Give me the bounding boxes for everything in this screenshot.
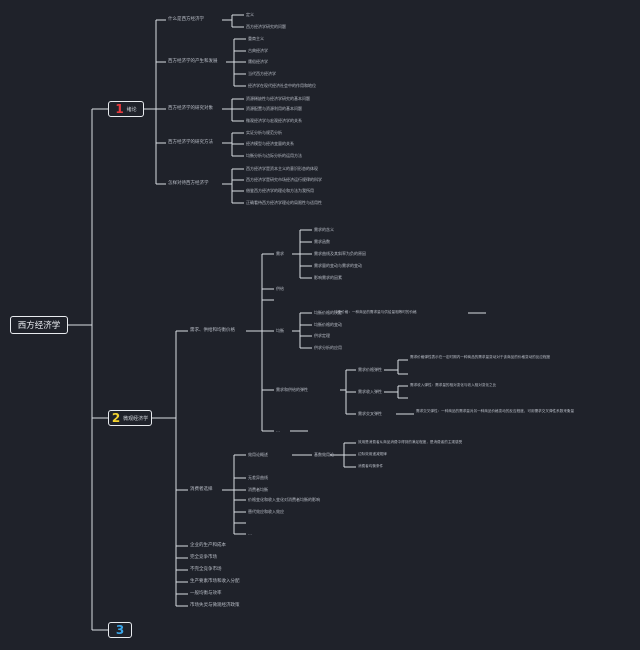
b2-topic[interactable]: 生产要素市场和收入分配: [190, 579, 240, 584]
b1-subtopic[interactable]: 均衡分析与边际分析的运用方法: [246, 153, 302, 158]
b1-subtopic[interactable]: 庸俗经济学: [248, 59, 268, 64]
branch-1-label: 绪论: [126, 106, 137, 113]
b1-subtopic[interactable]: 重商主义: [248, 36, 264, 41]
b1-subtopic[interactable]: 古典经济学: [248, 48, 268, 53]
b2-detail[interactable]: 基数效用论: [314, 452, 334, 457]
root-label: 西方经济学: [17, 321, 61, 331]
b2-long-note[interactable]: 需求价格弹性表示在一定时期内一种商品的需求量变动对于该商品的价格变动的反应程度: [410, 355, 551, 359]
b2-detail[interactable]: 均衡价格的决定: [314, 310, 342, 315]
b2-subtopic[interactable]: 需求: [276, 251, 284, 256]
root-node[interactable]: 西方经济学: [10, 316, 68, 334]
b2-subtopic[interactable]: 效用论概述: [248, 452, 268, 457]
b1-subtopic[interactable]: 实证分析与规范分析: [246, 130, 282, 135]
b2-subtopic[interactable]: 无差异曲线: [248, 475, 268, 480]
b2-subtopic[interactable]: 供给: [276, 286, 284, 291]
b1-subtopic[interactable]: 微观经济学与宏观经济学的关系: [246, 118, 302, 123]
b2-subtopic[interactable]: 需求和供给的弹性: [276, 387, 308, 392]
b2-topic[interactable]: 不完全竞争市场: [190, 567, 222, 572]
b2-topic[interactable]: 企业的生产和成本: [190, 543, 226, 548]
b2-topic[interactable]: 消费者选择: [190, 487, 213, 492]
b1-subtopic[interactable]: 西方经济学是研究市场经济运行规律的科学: [246, 177, 322, 182]
b1-subtopic[interactable]: 经济模型与经济变量的关系: [246, 141, 294, 146]
b1-subtopic[interactable]: 资源稀缺性与经济学研究的基本问题: [246, 96, 310, 101]
b1-subtopic[interactable]: 当代西方经济学: [248, 71, 276, 76]
b1-subtopic[interactable]: 经济学在现代经济社会中的作用和地位: [248, 83, 316, 88]
b1-topic[interactable]: 什么是西方经济学: [168, 17, 204, 22]
b2-subtopic[interactable]: 消费者均衡: [248, 487, 268, 492]
b1-subtopic[interactable]: 资源配置与资源利用的基本问题: [246, 106, 302, 111]
b2-detail[interactable]: 需求的含义: [314, 227, 334, 232]
b1-topic[interactable]: 怎样对待西方经济学: [168, 181, 209, 186]
b2-long-note[interactable]: 需求交叉弹性：一种商品的需求量对另一种商品价格变动的反应程度，可用需求交叉弹性系…: [416, 409, 575, 413]
b2-detail[interactable]: 影响需求的因素: [314, 275, 342, 280]
branch-1-number: 1: [115, 102, 124, 116]
b1-subtopic[interactable]: 借鉴西方经济学的理论和方法为我所用: [246, 188, 314, 193]
b2-detail[interactable]: 供求分析的应用: [314, 345, 342, 350]
b2-long-note[interactable]: 需求收入弹性：需求量的相对变化与收入相对变化之比: [410, 383, 497, 387]
b1-subtopic[interactable]: 正确看待西方经济学理论的局限性与适用性: [246, 200, 322, 205]
b2-subtopic[interactable]: 替代效应和收入效应: [248, 509, 284, 514]
b2-detail[interactable]: 需求曲线及其斜率为负的原因: [314, 251, 366, 256]
b2-detail[interactable]: 需求函数: [314, 239, 330, 244]
b2-subtopic[interactable]: …: [248, 531, 252, 536]
b2-detail[interactable]: 需求交叉弹性: [358, 411, 382, 416]
b2-detail[interactable]: 需求收入弹性: [358, 389, 382, 394]
b2-topic[interactable]: 需求、供给和均衡价格: [190, 328, 235, 333]
b2-detail[interactable]: 均衡价格的变动: [314, 322, 342, 327]
branch-2-label: 微观经济学: [123, 415, 149, 422]
b1-topic[interactable]: 西方经济学的研究方法: [168, 140, 213, 145]
b2-detail[interactable]: 需求价格弹性: [358, 367, 382, 372]
b2-subtopic[interactable]: …: [276, 428, 280, 433]
b1-topic[interactable]: 西方经济学的研究对象: [168, 106, 213, 111]
b2-note[interactable]: 效用是消费者从商品消费中得到的满足程度，是消费者的主观感受: [358, 440, 463, 444]
branch-2-node[interactable]: 2 微观经济学: [108, 410, 152, 426]
b2-detail[interactable]: 需求量的变动与需求的变动: [314, 263, 362, 268]
b2-topic[interactable]: 一般均衡与效率: [190, 591, 222, 596]
connector-lines: [68, 14, 486, 631]
branch-3-node[interactable]: 3: [108, 622, 132, 638]
b2-detail[interactable]: 供求定理: [314, 333, 330, 338]
b2-subtopic[interactable]: 均衡: [276, 328, 284, 333]
b1-subtopic[interactable]: 西方经济学研究的问题: [246, 24, 286, 29]
b2-note[interactable]: 消费者均衡条件: [358, 464, 384, 468]
b2-topic[interactable]: 完全竞争市场: [190, 555, 217, 560]
branch-2-number: 2: [111, 411, 121, 425]
b1-subtopic[interactable]: 西方经济学是资本主义的意识形态的体现: [246, 166, 318, 171]
b2-note[interactable]: 均衡价格：一种商品的需求量与供给量相等时的价格: [334, 310, 417, 314]
b1-subtopic[interactable]: 定义: [246, 12, 254, 17]
b1-topic[interactable]: 西方经济学的产生和发展: [168, 59, 218, 64]
branch-3-number: 3: [115, 623, 125, 637]
b2-topic[interactable]: 市场失灵与微观经济政策: [190, 603, 240, 608]
b2-subtopic[interactable]: 价格变化和收入变化对消费者均衡的影响: [248, 497, 320, 502]
branch-1-node[interactable]: 1 绪论: [108, 101, 144, 117]
b2-note[interactable]: 边际效用递减规律: [358, 452, 387, 456]
